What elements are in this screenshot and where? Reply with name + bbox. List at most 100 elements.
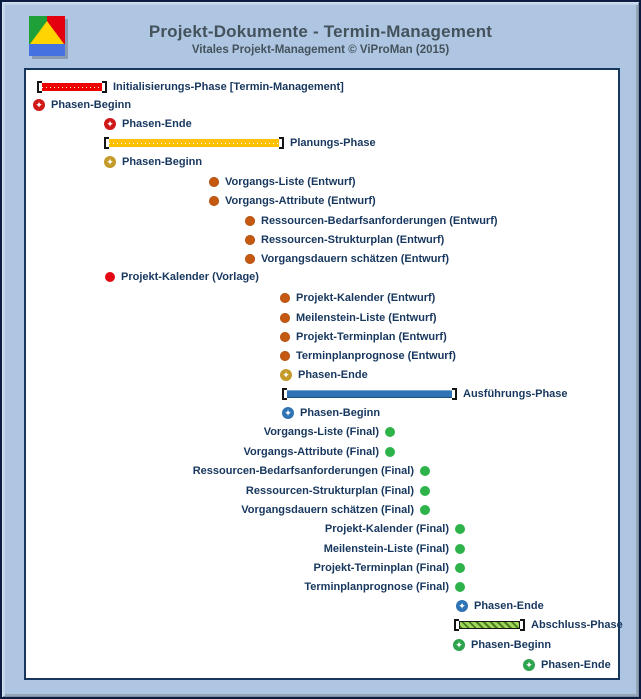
milestone-label: Phasen-Ende (122, 118, 192, 130)
row-vorgangsdauern-schaetzen-entwurf: Vorgangsdauern schätzen (Entwurf) (245, 252, 449, 266)
row-vorgangsdauern-schaetzen-final: Vorgangsdauern schätzen (Final) (26, 503, 430, 517)
document-label: Vorgangsdauern schätzen (Final) (241, 504, 414, 516)
logo-blue-bar (29, 44, 65, 56)
bracket-left-icon (454, 619, 459, 631)
document-label: Projekt-Terminplan (Final) (313, 562, 449, 574)
row-projekt-kalender-entwurf: Projekt-Kalender (Entwurf) (280, 291, 435, 305)
row-vorgangs-attribute-entwurf: Vorgangs-Attribute (Entwurf) (209, 194, 376, 208)
row-planungs-phase-bar: Planungs-Phase (104, 136, 376, 150)
bracket-right-icon (279, 137, 284, 149)
document-label: Vorgangs-Attribute (Final) (243, 446, 379, 458)
document-label: Meilenstein-Liste (Final) (323, 543, 449, 555)
document-label: Projekt-Kalender (Vorlage) (121, 271, 259, 283)
milestone-label: Phasen-Ende (298, 369, 368, 381)
phase-bar-blue (282, 388, 457, 400)
row-ausfuehrungs-phase-bar: Ausführungs-Phase (282, 387, 568, 401)
milestone-label: Phasen-Ende (541, 659, 611, 671)
document-label: Ressourcen-Strukturplan (Entwurf) (261, 234, 445, 246)
document-dot-icon (455, 582, 465, 592)
row-projekt-terminplan-entwurf: Projekt-Terminplan (Entwurf) (280, 330, 447, 344)
row-ressourcen-bedarfsanforderungen-final: Ressourcen-Bedarfsanforderungen (Final) (26, 464, 430, 478)
phase-bar-fill (42, 83, 102, 91)
bracket-left-icon (37, 81, 42, 93)
row-abschluss-phase-bar: Abschluss-Phase (454, 618, 623, 632)
document-dot-icon (280, 332, 290, 342)
row-terminplanprognose-final: Terminplanprognose (Final) (26, 580, 465, 594)
milestone-icon: ✦ (104, 118, 116, 130)
document-label: Vorgangs-Liste (Entwurf) (225, 176, 356, 188)
document-dot-icon (280, 313, 290, 323)
row-projekt-kalender-vorlage: Projekt-Kalender (Vorlage) (105, 270, 259, 284)
document-dot-icon (245, 216, 255, 226)
logo-green-red-field (29, 16, 65, 44)
logo-yellow-triangle-icon (30, 21, 64, 44)
milestone-icon: ✦ (523, 659, 535, 671)
phase-bar-fill (287, 390, 452, 398)
document-label: Projekt-Kalender (Entwurf) (296, 292, 436, 304)
row-terminplanprognose-entwurf: Terminplanprognose (Entwurf) (280, 349, 456, 363)
document-dot-icon (385, 427, 395, 437)
row-meilenstein-liste-entwurf: Meilenstein-Liste (Entwurf) (280, 311, 437, 325)
bracket-left-icon (282, 388, 287, 400)
document-dot-icon (420, 466, 430, 476)
document-dot-icon (420, 505, 430, 515)
row-initialisierungs-phase-bar: Initialisierungs-Phase [Termin-Managemen… (37, 80, 344, 94)
row-vorgangs-attribute-final: Vorgangs-Attribute (Final) (26, 445, 395, 459)
document-dot-icon (245, 235, 255, 245)
document-dot-icon (455, 544, 465, 554)
document-label: Vorgangs-Attribute (Entwurf) (225, 195, 376, 207)
diagram-panel: Initialisierungs-Phase [Termin-Managemen… (24, 68, 623, 680)
document-dot-icon (280, 351, 290, 361)
document-dot-icon (280, 293, 290, 303)
document-dot-icon (245, 254, 255, 264)
document-dot-icon (455, 563, 465, 573)
document-label: Projekt-Terminplan (Entwurf) (296, 331, 447, 343)
page-title: Projekt-Dokumente - Termin-Management (148, 22, 493, 41)
row-phasen-ende-abschluss: ✦ Phasen-Ende (523, 658, 611, 672)
document-label: Ressourcen-Strukturplan (Final) (245, 485, 414, 497)
row-phasen-ende-planung: ✦ Phasen-Ende (280, 368, 368, 382)
document-label: Terminplanprognose (Final) (304, 581, 449, 593)
milestone-icon: ✦ (33, 99, 45, 111)
phase-bar-green (454, 619, 525, 631)
document-dot-icon (209, 196, 219, 206)
milestone-icon: ✦ (280, 369, 292, 381)
row-ressourcen-strukturplan-entwurf: Ressourcen-Strukturplan (Entwurf) (245, 233, 444, 247)
phase-bar-red (37, 81, 107, 93)
milestone-label: Phasen-Beginn (122, 156, 203, 168)
document-dot-icon (455, 524, 465, 534)
row-meilenstein-liste-final: Meilenstein-Liste (Final) (26, 542, 465, 556)
header: Projekt-Dokumente - Termin-Management Vi… (2, 22, 639, 56)
phase-label: Ausführungs-Phase (463, 388, 568, 400)
bracket-right-icon (520, 619, 525, 631)
document-dot-icon (209, 177, 219, 187)
document-dot-icon (385, 447, 395, 457)
bracket-right-icon (102, 81, 107, 93)
phase-label: Planungs-Phase (290, 137, 376, 149)
document-label: Terminplanprognose (Entwurf) (296, 350, 456, 362)
row-ressourcen-bedarfsanforderungen-entwurf: Ressourcen-Bedarfsanforderungen (Entwurf… (245, 214, 498, 228)
milestone-label: Phasen-Beginn (471, 639, 552, 651)
row-vorgangs-liste-final: Vorgangs-Liste (Final) (26, 425, 395, 439)
document-label: Ressourcen-Bedarfsanforderungen (Final) (192, 465, 414, 477)
document-label: Vorgangsdauern schätzen (Entwurf) (261, 253, 450, 265)
phase-bar-yellow (104, 137, 284, 149)
bracket-left-icon (104, 137, 109, 149)
row-phasen-ende-init: ✦ Phasen-Ende (104, 117, 192, 131)
row-phasen-ende-ausfuehrung: ✦ Phasen-Ende (456, 599, 544, 613)
phase-bar-fill (459, 621, 520, 629)
row-phasen-beginn-ausfuehrung: ✦ Phasen-Beginn (282, 406, 380, 420)
document-label: Meilenstein-Liste (Entwurf) (296, 312, 437, 324)
viproman-logo-icon (29, 16, 65, 56)
page-subtitle: Vitales Projekt-Management © ViProMan (2… (191, 44, 450, 56)
milestone-icon: ✦ (104, 156, 116, 168)
milestone-label: Phasen-Beginn (51, 99, 132, 111)
row-phasen-beginn-init: ✦ Phasen-Beginn (33, 98, 131, 112)
document-dot-icon (105, 272, 115, 282)
document-label: Projekt-Kalender (Final) (324, 523, 449, 535)
milestone-label: Phasen-Ende (474, 600, 544, 612)
bracket-right-icon (452, 388, 457, 400)
milestone-icon: ✦ (453, 639, 465, 651)
row-phasen-beginn-planung: ✦ Phasen-Beginn (104, 155, 202, 169)
